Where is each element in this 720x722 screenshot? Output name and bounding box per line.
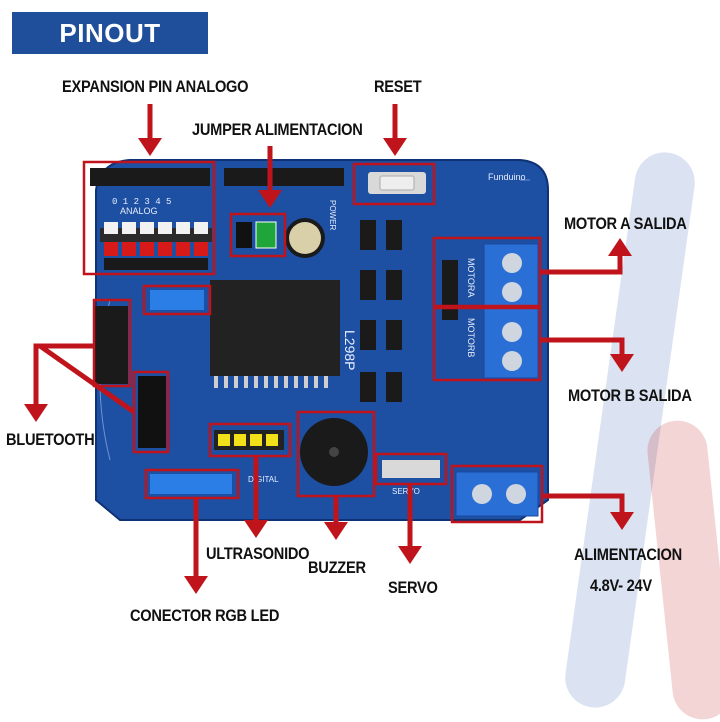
label-servo: SERVO [388, 578, 438, 597]
page-title: PINOUT [59, 17, 161, 48]
chip-silkscreen: L298P [342, 330, 358, 370]
highlight-bluetooth-header [92, 298, 132, 388]
highlight-rgb [144, 468, 240, 500]
servo-silkscreen: SERVO [392, 487, 420, 496]
power-silkscreen: POWER [328, 200, 337, 230]
highlight-motor-b [432, 306, 542, 382]
motora-silkscreen: MOTORA [466, 258, 476, 297]
title-banner: PINOUT [12, 12, 208, 54]
label-bluetooth: BLUETOOTH [6, 430, 95, 449]
highlight-reset [352, 162, 436, 206]
digital-silkscreen: DIGITAL [248, 475, 279, 484]
label-ultrasonido: ULTRASONIDO [206, 544, 310, 563]
l298p-chip: L298P [210, 280, 358, 388]
motorb-silkscreen: MOTORB [466, 318, 476, 357]
label-voltage: 4.8V- 24V [590, 576, 652, 595]
label-alimentacion: ALIMENTACION [574, 545, 682, 564]
label-rgb: CONECTOR RGB LED [130, 606, 280, 625]
motor-terminal-block [483, 243, 539, 379]
analog-silkscreen: ANALOG [120, 206, 158, 216]
label-expansion-analog: EXPANSION PIN ANALOGO [62, 77, 249, 96]
analog-pin-numbers: 0 1 2 3 4 5 [112, 197, 171, 207]
analog-header: ANALOG 0 1 2 3 4 5 [90, 168, 212, 270]
label-reset: RESET [374, 77, 422, 96]
brand-silkscreen: Funduino [488, 172, 526, 182]
highlight-jumper [229, 212, 287, 258]
highlight-analog [82, 160, 216, 276]
label-motor-b: MOTOR B SALIDA [568, 386, 692, 405]
highlight-pin-header [142, 284, 212, 316]
highlight-ultrasonido [208, 422, 292, 458]
label-buzzer: BUZZER [308, 558, 366, 577]
label-motor-a: MOTOR A SALIDA [564, 214, 687, 233]
label-jumper: JUMPER ALIMENTACION [192, 120, 363, 139]
